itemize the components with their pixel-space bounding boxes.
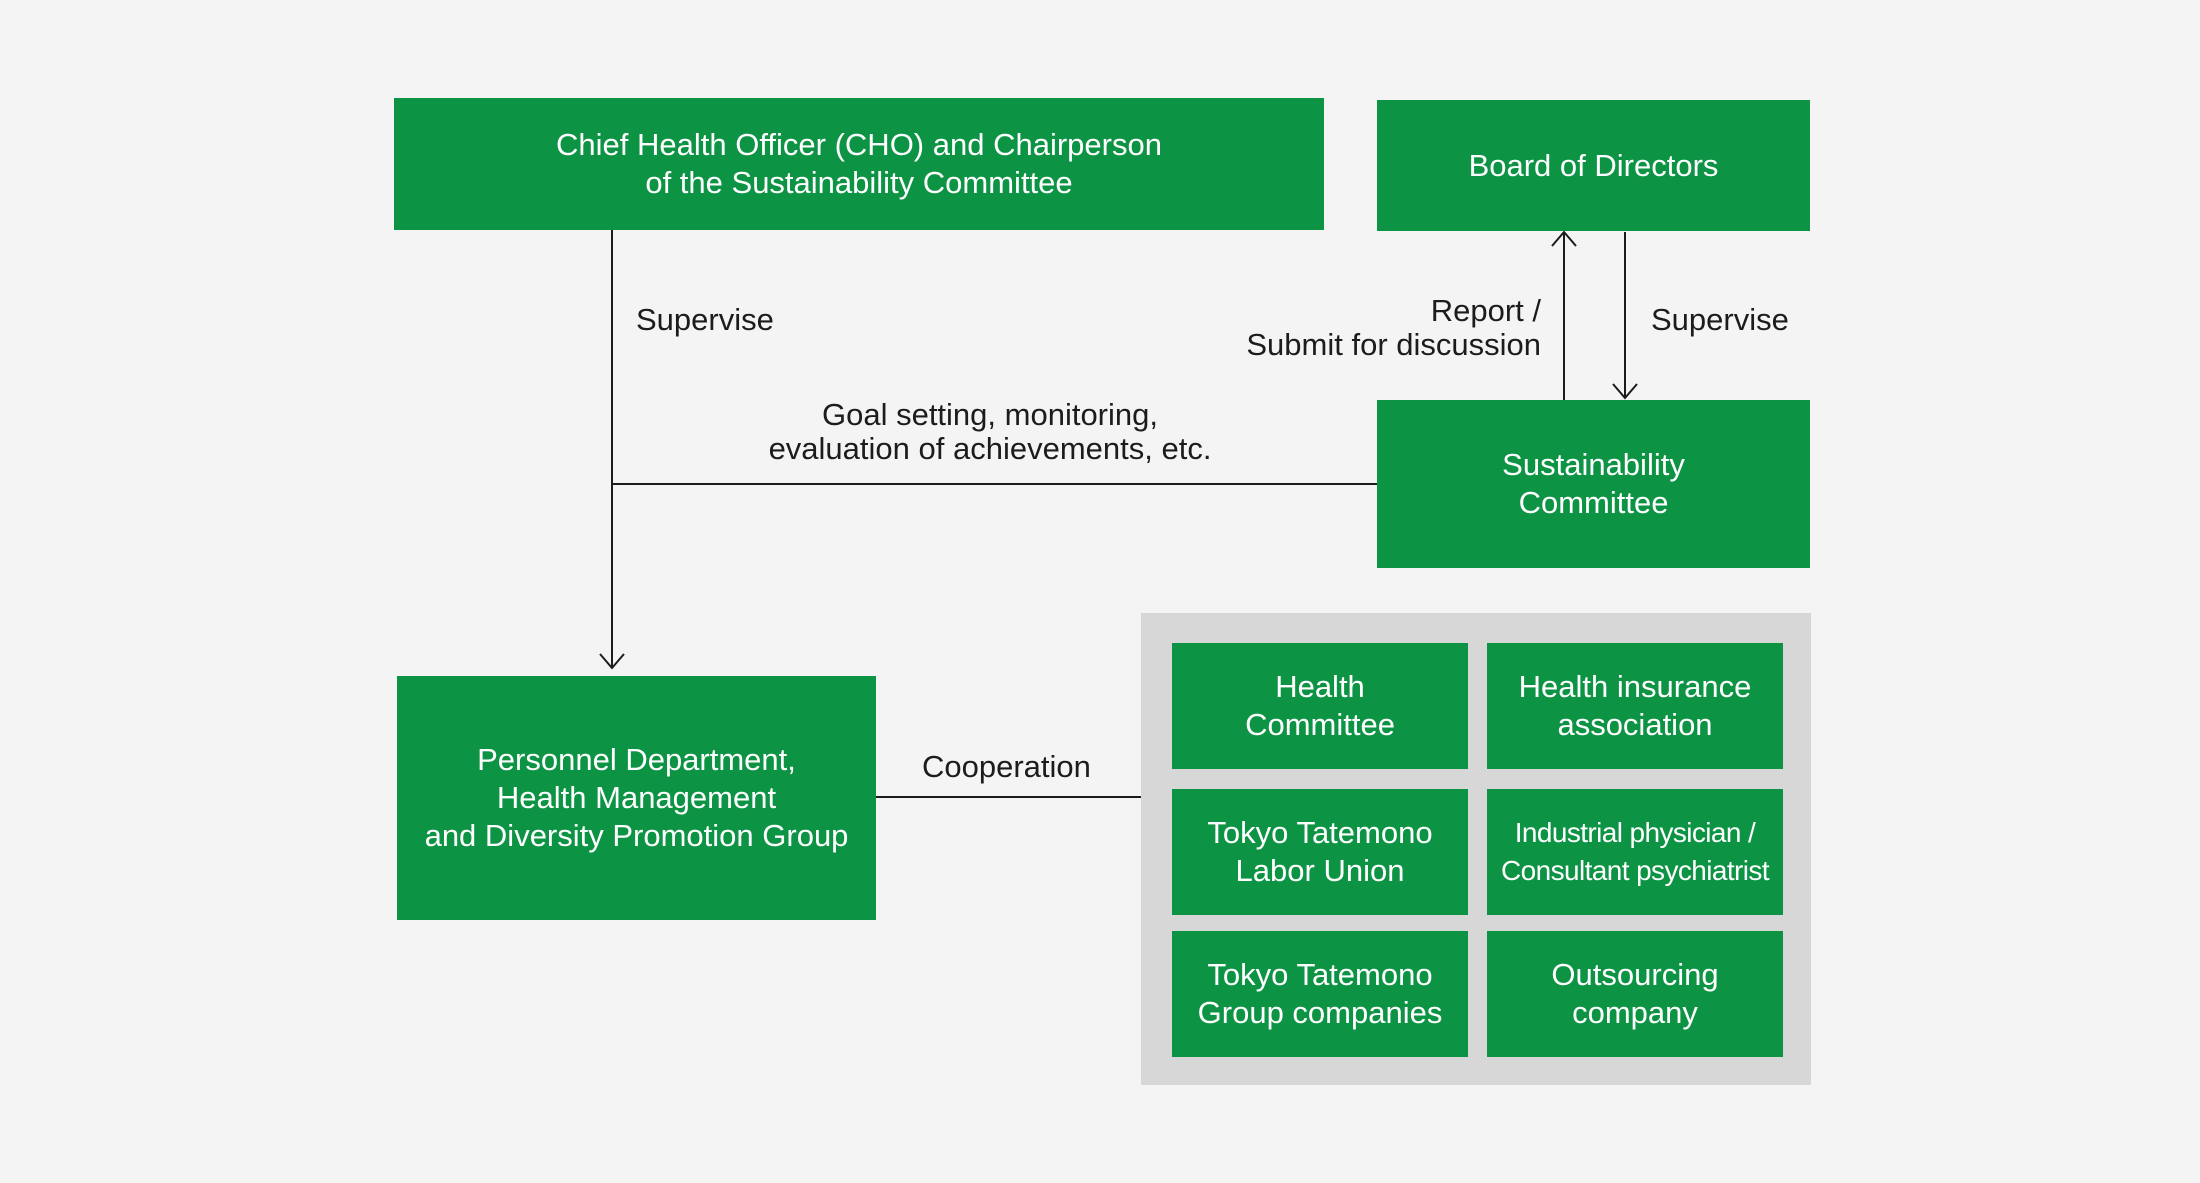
goal-setting-label: Goal setting, monitoring, evaluation of … [740,398,1240,466]
personnel-line-2: Health Management [496,780,777,815]
goal-line-1: Goal setting, monitoring, [821,397,1158,432]
cooperation-label: Cooperation [922,750,1091,784]
labor-union-box: Tokyo Tatemono Labor Union [1172,789,1468,915]
group-companies-line-2: Group companies [1197,995,1443,1030]
supervise-left-text: Supervise [636,302,774,337]
personnel-line-1: Personnel Department, [477,742,796,777]
supervise-right-label: Supervise [1651,303,1789,337]
report-line-1: Report / [1430,293,1541,328]
cooperation-text: Cooperation [922,749,1091,784]
sustainability-committee-box: Sustainability Committee [1377,400,1810,568]
personnel-line-3: and Diversity Promotion Group [424,818,849,853]
arrowhead-sustainability [1612,383,1638,400]
group-companies-line-1: Tokyo Tatemono [1207,957,1433,992]
arrowhead-personnel [599,653,625,670]
labor-union-line-1: Tokyo Tatemono [1207,815,1433,850]
board-of-directors-box: Board of Directors [1377,100,1810,231]
arrowhead-board [1551,230,1577,247]
health-insurance-line-2: association [1557,707,1713,742]
cho-line-2: of the Sustainability Committee [645,165,1073,200]
outsourcing-company-box: Outsourcing company [1487,931,1783,1057]
supervise-left-label: Supervise [636,303,774,337]
outsourcing-line-2: company [1572,995,1698,1030]
board-line-1: Board of Directors [1468,147,1719,183]
sustainability-line-2: Committee [1518,485,1669,520]
health-insurance-association-box: Health insurance association [1487,643,1783,769]
cho-box: Chief Health Officer (CHO) and Chairpers… [394,98,1324,230]
health-committee-line-1: Health [1275,669,1365,704]
outsourcing-line-1: Outsourcing [1551,957,1719,992]
labor-union-line-2: Labor Union [1235,853,1405,888]
group-companies-box: Tokyo Tatemono Group companies [1172,931,1468,1057]
health-committee-box: Health Committee [1172,643,1468,769]
physician-line-2: Consultant psychiatrist [1501,855,1769,886]
personnel-department-box: Personnel Department, Health Management … [397,676,876,920]
health-committee-line-2: Committee [1245,707,1395,742]
cho-line-1: Chief Health Officer (CHO) and Chairpers… [556,127,1162,162]
sustainability-line-1: Sustainability [1502,447,1685,482]
industrial-physician-box: Industrial physician / Consultant psychi… [1487,789,1783,915]
supervise-right-text: Supervise [1651,302,1789,337]
goal-line-2: evaluation of achievements, etc. [768,431,1212,466]
physician-line-1: Industrial physician / [1514,817,1756,848]
report-label: Report / Submit for discussion [1246,294,1541,362]
health-insurance-line-1: Health insurance [1518,669,1752,704]
report-line-2: Submit for discussion [1246,327,1541,362]
